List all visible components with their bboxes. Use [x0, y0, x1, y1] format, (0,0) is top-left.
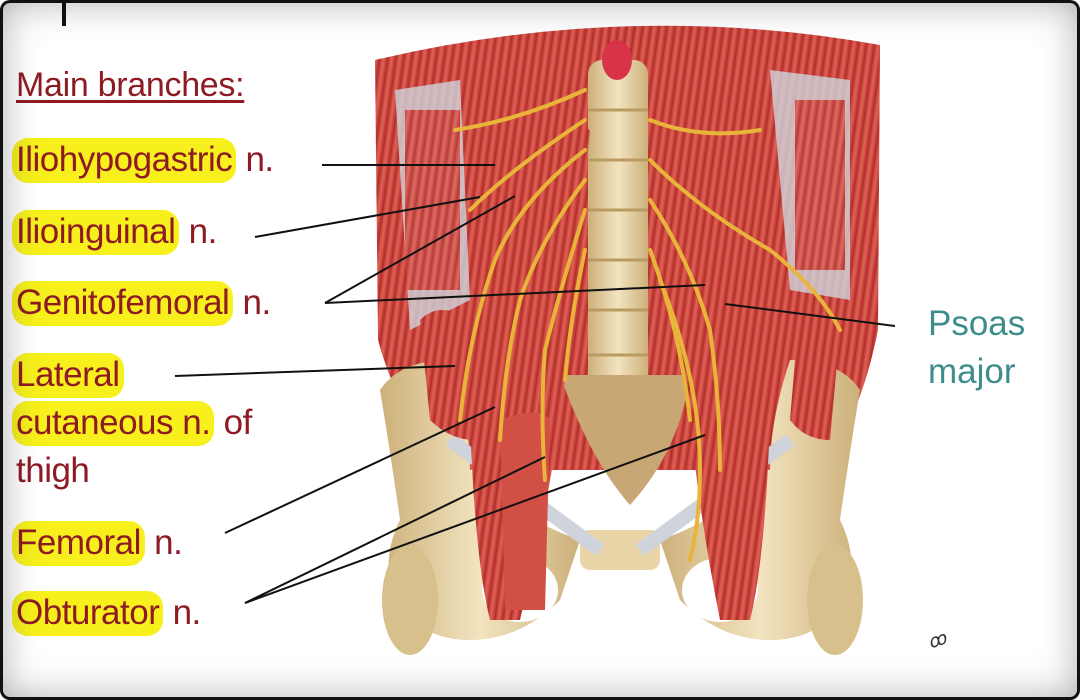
psoas-line2: major [928, 352, 1016, 391]
label-lateral-cutaneous-line3: thigh [16, 451, 90, 490]
lumbar-plexus-nerves [453, 88, 842, 562]
psoas-line1: Psoas [928, 304, 1026, 343]
label-psoas-major: Psoas major [928, 300, 1025, 396]
leader-obturator-b [244, 434, 706, 604]
sacrum [560, 375, 690, 505]
label-suffix: n. [144, 523, 183, 562]
label-femoral: Femoral n. [12, 519, 183, 567]
leader-lateral-cutaneous [174, 365, 456, 377]
leader-genitofemoral-b [324, 284, 706, 304]
label-suffix: n. [236, 140, 274, 179]
label-highlight: Iliohypogastric [12, 138, 237, 183]
leader-psoas [724, 303, 896, 327]
label-highlight: Femoral [12, 521, 145, 566]
leader-femoral [224, 406, 496, 534]
psoas-muscles [420, 120, 840, 620]
leader-obturator-a [244, 456, 546, 604]
label-highlight: Ilioinguinal [12, 210, 180, 255]
label-suffix: n. [179, 212, 218, 251]
label-highlight: Lateral [12, 353, 124, 398]
label-highlight: Genitofemoral [12, 281, 234, 326]
lumbar-spine [588, 40, 648, 390]
label-suffix: n. [233, 283, 272, 322]
label-highlight: Obturator [12, 591, 164, 636]
label-iliohypogastric: Iliohypogastric n. [12, 136, 274, 184]
heading-main-branches: Main branches: [16, 66, 245, 104]
text-cursor [62, 0, 66, 26]
label-highlight: cutaneous n. [12, 401, 215, 446]
label-obturator: Obturator n. [12, 589, 202, 637]
label-lateral-cutaneous-line1: Lateral [12, 351, 124, 399]
label-lateral-cutaneous-line2: cutaneous n. of [12, 399, 253, 447]
leader-lines [174, 164, 896, 604]
label-genitofemoral: Genitofemoral n. [12, 279, 272, 327]
label-suffix: of [214, 403, 253, 442]
label-ilioinguinal: Ilioinguinal n. [12, 208, 218, 256]
leader-genitofemoral-a [324, 195, 516, 304]
label-suffix: n. [163, 593, 202, 632]
leader-ilioinguinal [254, 196, 481, 238]
